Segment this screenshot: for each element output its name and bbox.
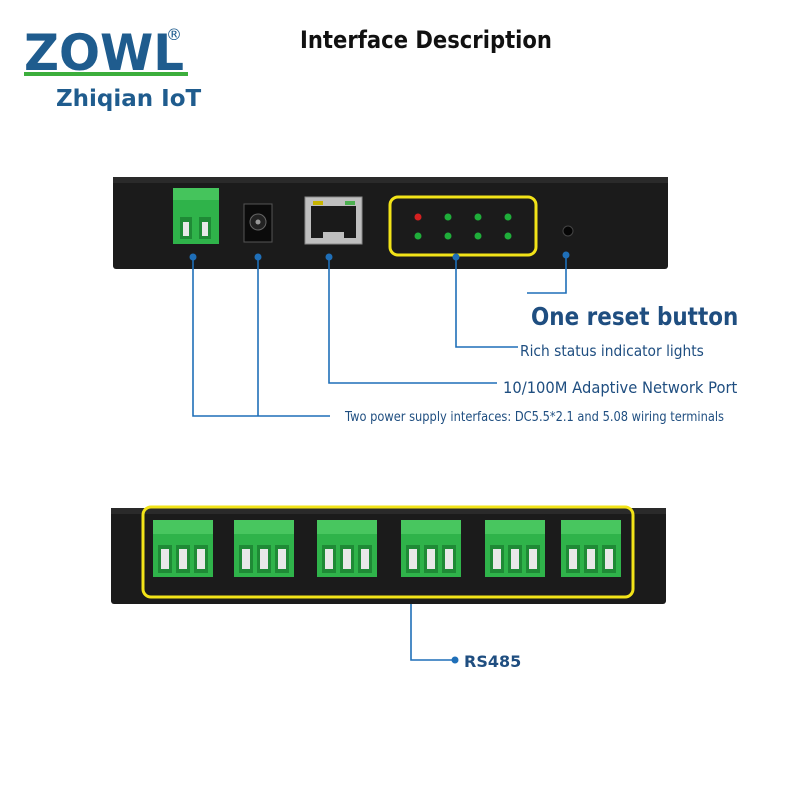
status-led-2 [444, 213, 452, 221]
status-led-4 [504, 213, 512, 221]
dc-jack [243, 203, 273, 243]
status-led-3 [474, 213, 482, 221]
page-title: Interface Description [300, 26, 552, 54]
rs485-highlight [141, 505, 635, 599]
callout-line-network [328, 257, 497, 384]
rs485-terminal-group [153, 520, 621, 577]
callout-lines [192, 255, 567, 661]
label-network-port: 10/100M Adaptive Network Port [503, 378, 738, 397]
label-rs485: RS485 [464, 652, 522, 671]
callout-line-power-a [192, 257, 330, 417]
callout-line-status [455, 257, 518, 348]
callout-line-reset [527, 255, 567, 294]
reset-button [562, 225, 574, 237]
power-terminal-block [173, 188, 219, 244]
status-led-group [414, 213, 512, 240]
status-led-7 [474, 232, 482, 240]
rear-panel-top-edge [111, 508, 666, 514]
brand-logo: ZOWL ® [24, 26, 188, 78]
label-status-lights: Rich status indicator lights [520, 342, 704, 360]
label-power-interfaces: Two power supply interfaces: DC5.5*2.1 a… [345, 410, 725, 425]
status-led-1 [414, 213, 422, 221]
rs485-terminal-5 [485, 520, 545, 577]
status-led-8 [504, 232, 512, 240]
rs485-terminal-6 [561, 520, 621, 577]
rs485-terminal-2 [234, 520, 294, 577]
label-reset-button: One reset button [531, 302, 739, 331]
status-led-highlight [388, 195, 538, 257]
rs485-terminal-4 [401, 520, 461, 577]
status-led-5 [414, 232, 422, 240]
status-led-6 [444, 232, 452, 240]
logo-text: ZOWL [24, 26, 184, 78]
rs485-terminal-1 [153, 520, 213, 577]
rj45-port [304, 196, 363, 245]
panel-top-edge [113, 177, 668, 183]
rs485-terminal-3 [317, 520, 377, 577]
brand-subtitle: Zhiqian IoT [56, 86, 202, 112]
logo-underline [24, 72, 188, 76]
registered-mark: ® [166, 26, 182, 44]
callout-line-rs485 [410, 598, 455, 661]
